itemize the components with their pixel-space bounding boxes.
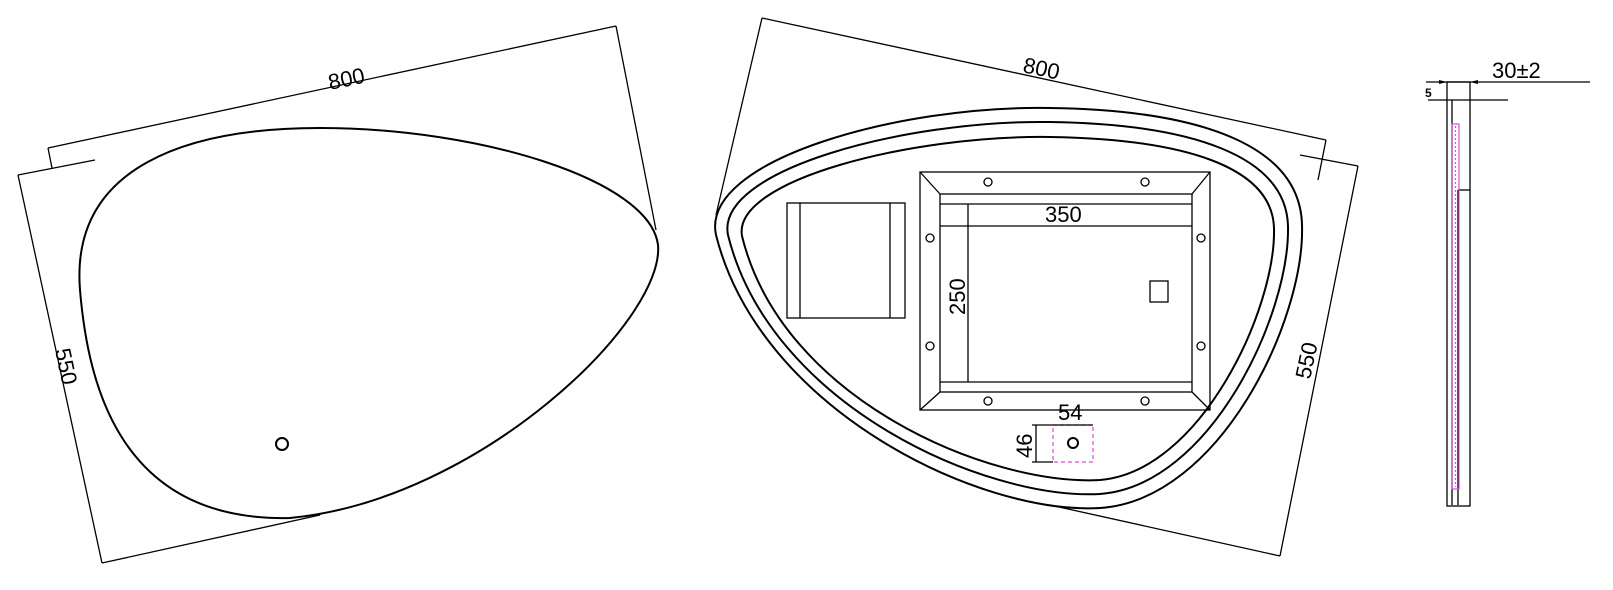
dimension-line-height xyxy=(17,174,103,564)
back-height-label: 550 xyxy=(1290,340,1322,381)
sensor-box xyxy=(1149,280,1169,303)
hanging-bracket-frame xyxy=(919,171,1211,411)
led-strip xyxy=(1451,123,1460,490)
back-outline-middle xyxy=(726,120,1290,496)
side-view: 30±2 5 xyxy=(1425,58,1590,507)
front-height-label: 550 xyxy=(50,346,82,387)
keyhole-icons xyxy=(925,177,1206,406)
touch-switch-icon xyxy=(275,437,289,451)
back-outline-outer xyxy=(714,106,1304,510)
back-view: 350 250 54 46 800 550 xyxy=(714,17,1359,557)
bracket-height-label: 250 xyxy=(945,278,970,315)
glass-thickness-label: 5 xyxy=(1425,86,1432,100)
bracket-width-label: 350 xyxy=(1045,202,1082,227)
switch-width-label: 54 xyxy=(1058,400,1082,425)
dimension-line-back-width xyxy=(761,17,1327,141)
switch-icon xyxy=(1067,437,1079,449)
dimension-line-width xyxy=(47,25,617,149)
dimension-line-back-height xyxy=(1279,165,1359,557)
front-width-label: 800 xyxy=(326,63,367,95)
mirror-outline xyxy=(78,126,660,520)
back-width-label: 800 xyxy=(1021,52,1062,84)
back-outline-inner xyxy=(740,135,1276,482)
depth-label: 30±2 xyxy=(1492,58,1541,83)
power-box xyxy=(786,202,906,319)
switch-area xyxy=(1052,424,1094,463)
switch-height-label: 46 xyxy=(1012,434,1037,458)
front-view: 800 550 xyxy=(17,25,660,564)
